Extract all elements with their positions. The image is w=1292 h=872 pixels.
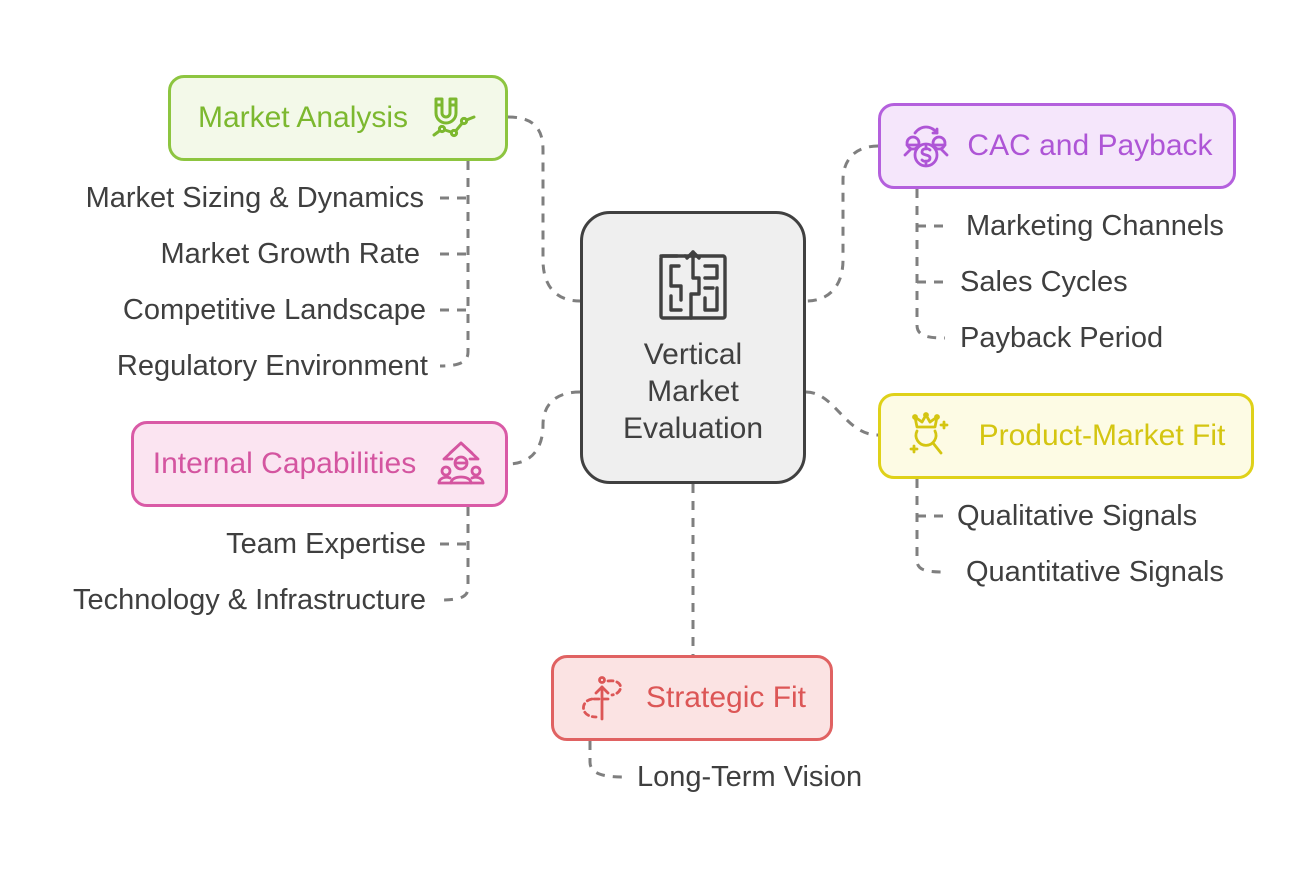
leaf-qualitative-signals: Qualitative Signals [957,500,1198,532]
central-topic-line: Market [647,375,739,408]
leaf-payback-period: Payback Period [960,322,1164,354]
branch-strategic-fit[interactable]: Strategic Fit [551,655,833,741]
central-topic-line: Vertical [643,338,743,371]
leaf-regulatory-environment: Regulatory Environment [116,350,428,382]
leaf-team-expertise: Team Expertise [226,528,426,560]
branch-market-analysis[interactable]: Market Analysis [168,75,508,161]
branch-product-market-fit[interactable]: Product-Market Fit [878,393,1254,479]
magnet-chart-icon [428,93,478,143]
crown-search-icon [907,411,957,461]
connector-strategic-leaves [588,741,623,779]
connector-cac-leaves [915,189,946,340]
team-growth-icon [436,439,486,489]
branch-label: Strategic Fit [645,681,807,714]
connector-cac [805,144,879,303]
maze-icon [655,248,731,324]
leaf-marketing-channels: Marketing Channels [966,210,1224,242]
leaf-competitive-landscape: Competitive Landscape [122,294,426,326]
connector-pmf [805,390,879,437]
connector-internal-leaves [439,507,470,602]
money-cycle-icon [901,121,951,171]
branch-internal-capabilities[interactable]: Internal Capabilities [131,421,508,507]
leaf-technology-infrastructure: Technology & Infrastructure [72,584,426,616]
connector-internal [507,390,581,466]
branch-label: Internal Capabilities [152,447,417,480]
leaf-market-sizing: Market Sizing & Dynamics [85,182,424,214]
branch-cac-payback[interactable]: CAC and Payback [878,103,1236,189]
branch-label: CAC and Payback [967,129,1213,162]
branch-label: Market Analysis [197,101,409,134]
connector-market-leaves [439,161,470,368]
leaf-sales-cycles: Sales Cycles [960,266,1128,298]
connector-pmf-leaves [915,479,946,574]
leaf-long-term-vision: Long-Term Vision [637,761,863,793]
connector-market [507,115,581,303]
path-arrow-icon [578,673,628,723]
leaf-market-growth: Market Growth Rate [160,238,420,270]
leaf-quantitative-signals: Quantitative Signals [966,556,1224,588]
central-topic-line: Evaluation [622,412,764,445]
branch-label: Product-Market Fit [978,419,1226,452]
